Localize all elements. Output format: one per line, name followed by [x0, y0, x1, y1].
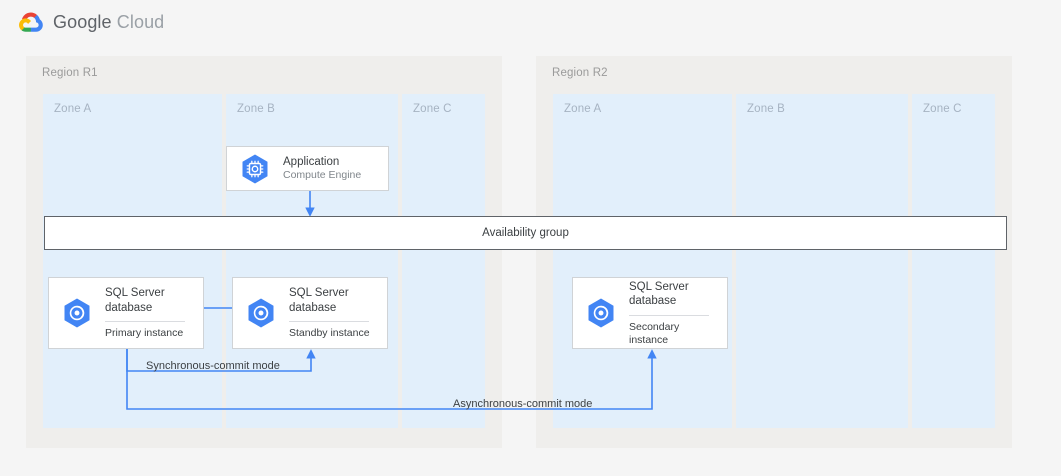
availability-group-bar[interactable]: Availability group [44, 216, 1007, 250]
zone-r1-b-label: Zone B [237, 103, 275, 115]
zone-r2-a-label: Zone A [564, 103, 602, 115]
node-standby-database-instance: Standby instance [289, 327, 370, 339]
zone-r2-c-label: Zone C [923, 103, 962, 115]
compute-engine-icon [242, 154, 268, 183]
zone-r1-a: Zone A [43, 94, 222, 428]
node-secondary-database[interactable]: SQL Server database Secondary instance [572, 277, 728, 349]
zone-r2-b-label: Zone B [747, 103, 785, 115]
node-primary-database[interactable]: SQL Server database Primary instance [48, 277, 204, 349]
node-primary-database-title-2: database [105, 301, 153, 314]
node-secondary-database-instance: Secondary instance [629, 320, 680, 346]
zone-r1-c-label: Zone C [413, 103, 452, 115]
asynchronous-commit-label: Asynchronous-commit mode [453, 398, 593, 410]
node-standby-database-title-1: SQL Server [289, 287, 349, 299]
zone-r1-b: Zone B [226, 94, 398, 428]
sql-server-database-icon [248, 298, 274, 328]
sql-server-database-icon [588, 298, 614, 328]
node-secondary-database-title-2: database [629, 295, 677, 307]
brand-text: Google Cloud [53, 12, 164, 33]
page-header: Google Cloud [0, 0, 1061, 44]
availability-group-label: Availability group [482, 227, 569, 239]
region-r2-label: Region R2 [552, 67, 608, 79]
brand-google: Google [53, 11, 112, 32]
node-application-subtitle: Compute Engine [283, 169, 362, 181]
node-application[interactable]: Application Compute Engine [226, 146, 389, 191]
zone-r1-c: Zone C [402, 94, 485, 428]
synchronous-commit-label: Synchronous-commit mode [146, 360, 280, 372]
card-divider [629, 314, 709, 316]
node-standby-database[interactable]: SQL Server database Standby instance [232, 277, 388, 349]
brand-cloud: Cloud [116, 11, 165, 32]
node-application-text: Application Compute Engine [283, 155, 388, 182]
card-divider [105, 321, 185, 322]
node-primary-database-title-1: SQL Server [105, 287, 165, 299]
card-divider [289, 321, 369, 322]
zone-r1-a-label: Zone A [54, 103, 92, 115]
sql-server-database-icon [64, 298, 90, 328]
region-r1-label: Region R1 [42, 67, 98, 79]
node-primary-database-text: SQL Server database Primary instance [105, 286, 203, 340]
node-application-title: Application [283, 156, 340, 168]
node-secondary-database-text: SQL Server database Secondary instance [629, 280, 727, 347]
node-standby-database-title-2: database [289, 301, 337, 314]
zone-r2-c: Zone C [912, 94, 995, 428]
node-primary-database-instance: Primary instance [105, 327, 184, 339]
architecture-diagram: Region R1 Zone A Zone B Zone C Region R2… [0, 44, 1061, 476]
zone-r2-b: Zone B [736, 94, 908, 428]
google-cloud-logo-icon [19, 12, 43, 32]
node-standby-database-text: SQL Server database Standby instance [289, 286, 387, 340]
node-secondary-database-title-1: SQL Server [629, 280, 689, 293]
zone-r2-a: Zone A [553, 94, 732, 428]
